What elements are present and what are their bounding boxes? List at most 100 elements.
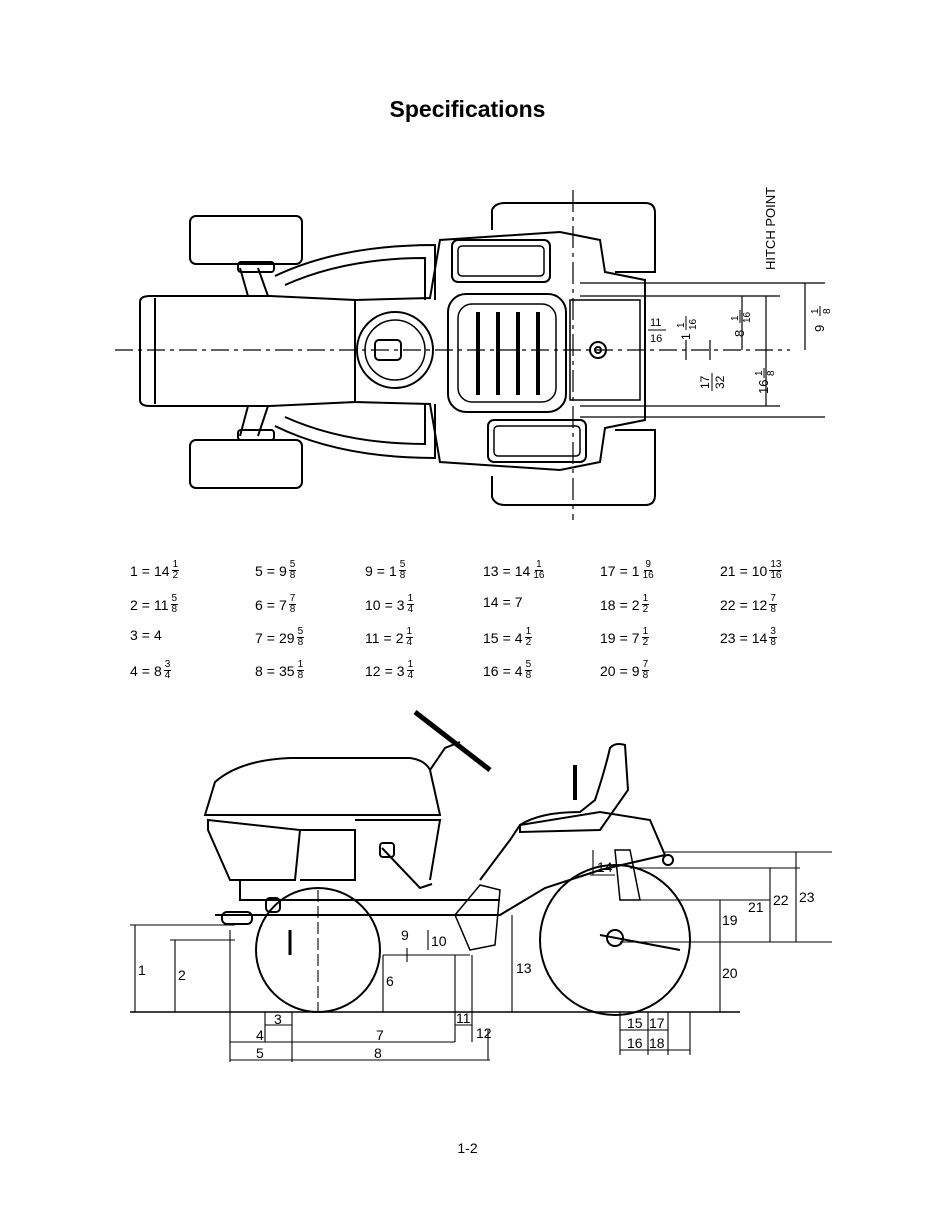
spec-denominator: 4	[406, 637, 413, 648]
spec-denominator: 4	[407, 604, 414, 615]
svg-text:1: 1	[730, 315, 741, 321]
spec-whole: 3	[396, 662, 405, 679]
spec-equals: =	[739, 562, 748, 579]
side-label-17: 17	[649, 1015, 665, 1031]
spec-numerator: 1	[535, 559, 543, 571]
spec-id: 20	[600, 662, 616, 679]
spec-id: 11	[365, 629, 380, 646]
spec-numerator: 1	[406, 659, 415, 671]
side-label-16: 16	[627, 1035, 643, 1051]
spec-id: 3	[130, 627, 138, 643]
side-view-labels: 1 2 3 4 5 6 7 8 9 10 11 12 13 14 15 16 1…	[138, 859, 815, 1061]
svg-text:1: 1	[754, 370, 765, 376]
spec-whole: 9	[278, 562, 287, 579]
spec-equals: =	[739, 596, 748, 613]
spec-id: 22	[720, 596, 736, 613]
svg-text:17: 17	[698, 375, 712, 389]
side-label-8: 8	[374, 1045, 382, 1061]
spec-whole: 4	[514, 662, 523, 679]
rear-wheel-side	[539, 864, 691, 1016]
spec-numerator: 13	[769, 559, 783, 571]
top-dim-c: 16 1 8	[754, 368, 777, 394]
top-dim-b: 8 1 16	[730, 310, 753, 337]
spec-denominator: 4	[164, 670, 171, 681]
spec-numerator: 1	[406, 593, 415, 605]
spec-equals: =	[502, 594, 511, 610]
side-label-7: 7	[376, 1027, 384, 1043]
spec-whole: 1	[631, 562, 640, 579]
hood-side	[203, 757, 442, 816]
spec-denominator: 8	[399, 570, 406, 581]
spec-equals: =	[619, 596, 628, 613]
side-label-10: 10	[431, 933, 447, 949]
svg-text:1: 1	[810, 308, 821, 314]
spec-whole: 14	[514, 562, 531, 579]
spec-id: 9	[365, 562, 373, 579]
spec-whole: 4	[514, 629, 523, 646]
front-left-wheel	[189, 215, 303, 265]
side-label-19: 19	[722, 912, 738, 928]
svg-text:1: 1	[679, 333, 693, 340]
spec-denominator: 16	[770, 570, 782, 581]
side-label-20: 20	[722, 965, 738, 981]
spec-equals: =	[619, 629, 628, 646]
spec-equals: =	[266, 596, 275, 613]
spec-equals: =	[141, 627, 150, 643]
svg-text:8: 8	[766, 370, 777, 376]
spec-numerator: 1	[405, 626, 414, 638]
side-label-1: 1	[138, 962, 146, 978]
spec-whole: 7	[631, 629, 640, 646]
spec-equals: =	[739, 629, 748, 646]
spec-numerator: 3	[769, 626, 777, 638]
spec-whole: 7	[278, 596, 287, 613]
top-dim-e: 1 1 16	[676, 316, 699, 340]
spec-numerator: 5	[170, 593, 179, 605]
rear-right-wheel	[491, 429, 656, 506]
spec-denominator: 8	[642, 670, 649, 681]
spec-denominator: 8	[171, 604, 178, 615]
spec-denominator: 2	[525, 637, 532, 648]
side-label-13: 13	[516, 960, 532, 976]
svg-text:8: 8	[822, 308, 833, 314]
spec-whole: 8	[153, 662, 162, 679]
spec-equals: =	[266, 562, 275, 579]
spec-id: 15	[483, 629, 499, 646]
spec-denominator: 8	[297, 637, 304, 648]
spec-equals: =	[141, 662, 150, 679]
front-right-wheel	[189, 439, 303, 489]
spec-id: 14	[483, 594, 499, 610]
spec-equals: =	[619, 562, 628, 579]
spec-numerator: 1	[641, 593, 650, 605]
spec-equals: =	[383, 629, 392, 646]
spec-numerator: 5	[296, 626, 305, 638]
svg-text:1: 1	[676, 322, 687, 328]
